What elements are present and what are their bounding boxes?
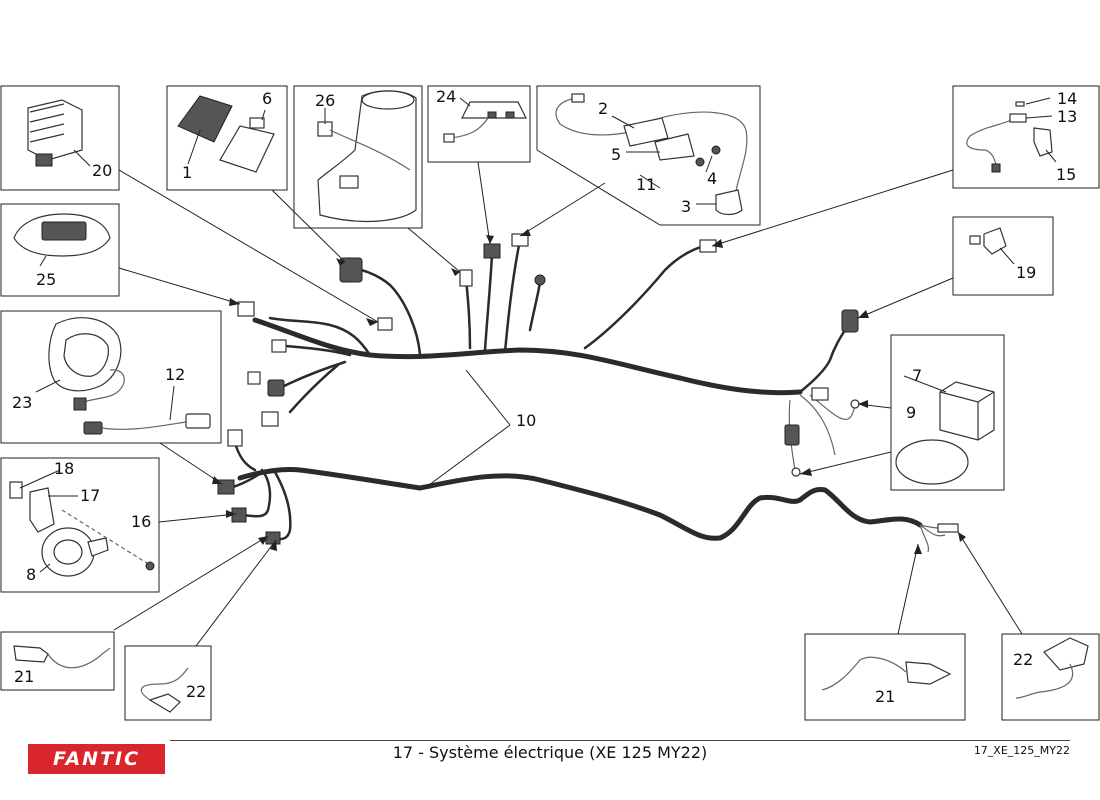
dashboard-display-icon [13, 213, 111, 257]
part-box-13-14-15 [952, 85, 1100, 189]
connector [339, 257, 363, 283]
part-box-24 [427, 85, 531, 163]
part-number-1: 1 [182, 163, 192, 182]
page-title: 17 - Système électrique (XE 125 MY22) [392, 743, 708, 762]
leader-lines [19, 97, 1057, 647]
part-number-8: 8 [26, 565, 36, 584]
part-number-20: 20 [92, 161, 112, 180]
part-number-18: 18 [54, 459, 74, 478]
connector [267, 379, 285, 397]
screw-icon [711, 145, 721, 155]
part-number-5: 5 [611, 145, 621, 164]
ring-terminal [791, 467, 801, 477]
harness-connectors [217, 233, 959, 545]
connector [459, 269, 473, 287]
connector [247, 371, 261, 385]
connector [261, 411, 279, 427]
part-number-15: 15 [1056, 165, 1076, 184]
part-number-21-left: 21 [14, 667, 34, 686]
connector [937, 523, 959, 533]
connector [841, 309, 859, 333]
screw-icon [145, 561, 155, 571]
turn-signal-icon [821, 656, 952, 691]
part-number-12: 12 [165, 365, 185, 384]
part-box-ignition [536, 85, 761, 226]
connector [231, 507, 247, 523]
screw-icon [695, 157, 705, 167]
part-number-24: 24 [436, 87, 456, 106]
connector [271, 339, 287, 353]
turn-signal-icon [13, 645, 111, 669]
part-number-17: 17 [80, 486, 100, 505]
part-number-16: 16 [131, 512, 151, 531]
part-number-25: 25 [36, 270, 56, 289]
part-number-21-right: 21 [875, 687, 895, 706]
battery-strap-icon [895, 439, 969, 485]
part-number-23: 23 [12, 393, 32, 412]
part-number-10: 10 [516, 411, 536, 430]
part-numbers: 20 1 6 26 24 2 5 11 4 3 14 13 15 25 19 1… [12, 87, 1077, 706]
connector [377, 317, 393, 331]
part-number-2: 2 [598, 99, 608, 118]
part-number-22-right: 22 [1013, 650, 1033, 669]
ignition-coil-icon [555, 93, 748, 216]
part-box-21-left [0, 631, 115, 691]
connector [237, 301, 255, 317]
side-stand-switch-icon [966, 101, 1053, 173]
part-number-22-left: 22 [186, 682, 206, 701]
connector [217, 479, 235, 495]
part-number-3: 3 [681, 197, 691, 216]
connector [265, 531, 281, 545]
part-number-26: 26 [315, 91, 335, 110]
connector [483, 243, 501, 259]
license-plate-light-icon [443, 101, 527, 143]
turn-signal-icon [1015, 637, 1089, 699]
part-number-7: 7 [912, 366, 922, 385]
headlight-icon [48, 317, 125, 411]
turn-signal-icon [140, 667, 189, 713]
connector [811, 387, 829, 401]
ring-terminal [850, 399, 860, 409]
part-box-19 [952, 216, 1054, 296]
ecu-module-icon [177, 95, 275, 173]
arrowheads [212, 229, 966, 554]
part-number-19: 19 [1016, 263, 1036, 282]
brand-logo-text: FANTIC [52, 748, 141, 770]
part-number-4: 4 [707, 169, 717, 188]
connector [227, 429, 243, 447]
part-number-14: 14 [1057, 89, 1077, 108]
part-number-6: 6 [262, 89, 272, 108]
flasher-relay-icon [969, 227, 1007, 255]
connector [511, 233, 529, 247]
battery-icon [939, 381, 995, 441]
footer-divider [170, 740, 1070, 741]
headlight-adapter-cable-icon [83, 413, 211, 435]
brand-logo: FANTIC [28, 744, 165, 774]
small-switch [317, 121, 333, 137]
main-wiring-harness [228, 238, 959, 553]
handlebar-switch-icon [317, 90, 417, 222]
bracket-icon [9, 481, 23, 499]
part-number-11: 11 [636, 175, 656, 194]
horn-icon [9, 481, 155, 577]
drawing-code: 17_XE_125_MY22 [973, 744, 1070, 757]
ring-terminal [534, 274, 546, 286]
fuse-holder [784, 424, 800, 446]
part-number-13: 13 [1057, 107, 1077, 126]
voltage-regulator-icon [27, 99, 83, 167]
part-number-9: 9 [906, 403, 916, 422]
